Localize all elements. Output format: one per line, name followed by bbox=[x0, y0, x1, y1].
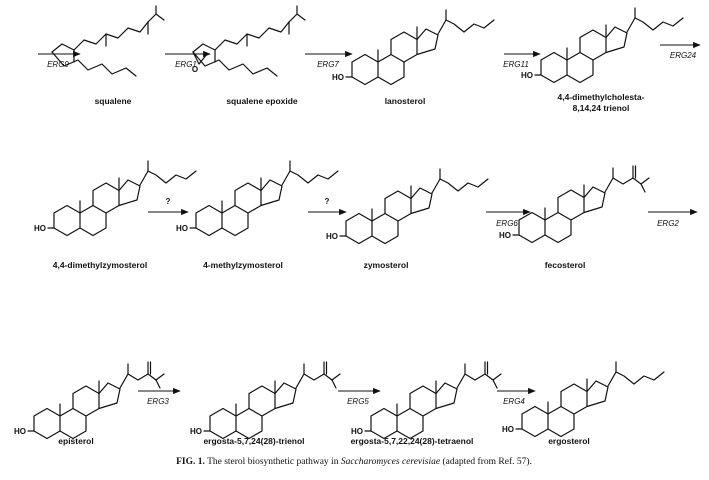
compound-name: episterol bbox=[58, 436, 93, 446]
enzyme-label: ERG11 bbox=[503, 60, 529, 69]
hydroxyl-label: HO bbox=[332, 73, 344, 82]
compound-structure bbox=[189, 160, 339, 237]
compound-structure bbox=[345, 9, 495, 86]
compound-structure bbox=[203, 361, 341, 440]
compound-name: zymosterol bbox=[364, 260, 409, 270]
hydroxyl-label: HO bbox=[176, 224, 188, 233]
compound-structure bbox=[192, 5, 306, 77]
compound-name: squalene bbox=[95, 96, 132, 106]
hydroxyl-label: HO bbox=[190, 427, 202, 436]
enzyme-label: ERG9 bbox=[47, 60, 69, 69]
caption-label: FIG. 1. bbox=[176, 457, 205, 467]
compound-name: 4,4-dimethylzymosterol bbox=[53, 260, 147, 270]
epoxide-oxygen-label: O bbox=[192, 65, 198, 74]
enzyme-label: ? bbox=[166, 197, 171, 206]
compound-name: ergosterol bbox=[548, 436, 590, 446]
enzyme-label: ERG3 bbox=[147, 397, 169, 406]
compound-name: squalene epoxide bbox=[226, 96, 298, 106]
compound-name: lanosterol bbox=[385, 96, 426, 106]
enzyme-label: ERG4 bbox=[503, 397, 525, 406]
compound-structure bbox=[339, 168, 489, 245]
compound-name: 4-methylzymosterol bbox=[203, 260, 283, 270]
enzyme-label: ERG24 bbox=[670, 51, 697, 60]
compound-structure bbox=[47, 160, 197, 237]
hydroxyl-label: HO bbox=[34, 224, 46, 233]
enzyme-label: ERG2 bbox=[657, 219, 679, 228]
caption-line: FIG. 1. The sterol biosynthetic pathway … bbox=[176, 456, 532, 467]
compound-structure bbox=[534, 7, 684, 84]
hydroxyl-label: HO bbox=[351, 427, 363, 436]
hydroxyl-label: HO bbox=[499, 231, 511, 240]
enzyme-label: ERG6 bbox=[496, 219, 518, 228]
compound-structure bbox=[27, 361, 165, 440]
hydroxyl-label: HO bbox=[502, 425, 514, 434]
enzyme-label: ERG7 bbox=[317, 60, 339, 69]
compound-name: 4,4-dimethylcholesta- bbox=[558, 92, 645, 102]
hydroxyl-label: HO bbox=[521, 71, 533, 80]
compound-name: 8,14,24 trienol bbox=[573, 103, 630, 113]
enzyme-label: ? bbox=[325, 197, 330, 206]
compound-structure bbox=[364, 361, 502, 440]
caption-text: The sterol biosynthetic pathway in bbox=[205, 457, 341, 467]
compound-name: ergosta-5,7,24(28)-trienol bbox=[203, 436, 304, 446]
hydroxyl-label: HO bbox=[14, 427, 26, 436]
compound-name: ergosta-5,7,22,24(28)-tetraenol bbox=[351, 436, 474, 446]
enzyme-label: ERG1 bbox=[175, 60, 197, 69]
compound-name: fecosterol bbox=[545, 260, 586, 270]
caption-text-end: (adapted from Ref. 57). bbox=[440, 456, 532, 467]
compound-structure bbox=[512, 165, 650, 244]
hydroxyl-label: HO bbox=[326, 232, 338, 241]
enzyme-label: ERG5 bbox=[347, 397, 369, 406]
caption-species: Saccharomyces cerevisiae bbox=[341, 457, 440, 467]
compound-structure bbox=[515, 361, 665, 438]
